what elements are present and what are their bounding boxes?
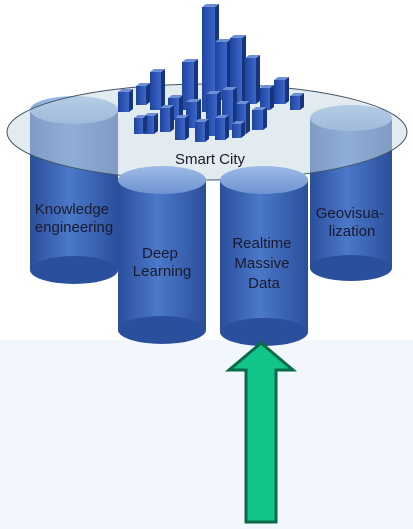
building-roof <box>230 35 246 38</box>
building <box>136 86 146 105</box>
building-side <box>170 105 174 132</box>
building <box>195 122 205 142</box>
building <box>222 90 233 130</box>
building-roof <box>175 115 189 118</box>
building <box>134 118 143 134</box>
pillar-label-realtime-massive-data: Realtime Massive Data <box>232 235 295 292</box>
upward-arrow-icon <box>224 341 298 524</box>
building-side <box>300 93 304 110</box>
building-roof <box>222 87 237 90</box>
building-side <box>205 119 209 142</box>
building-roof <box>215 115 229 118</box>
building-roof <box>168 95 183 98</box>
building-roof <box>206 91 221 94</box>
pillar-deep-learning <box>118 166 206 344</box>
building <box>260 88 270 110</box>
city-skyline <box>118 4 304 142</box>
building-side <box>225 115 229 140</box>
building-roof <box>202 4 219 7</box>
building <box>186 102 197 128</box>
building-roof <box>252 107 267 110</box>
building-side <box>285 77 289 104</box>
building-side <box>246 101 250 134</box>
building <box>232 124 241 138</box>
building-side <box>241 121 245 138</box>
building-roof <box>144 113 158 116</box>
building-roof <box>232 121 245 124</box>
building <box>182 62 194 110</box>
building <box>236 104 246 134</box>
building-side <box>154 113 158 134</box>
building <box>160 108 170 132</box>
building-roof <box>236 101 250 104</box>
building <box>175 118 185 140</box>
platform-label: Smart City <box>175 151 246 168</box>
building <box>274 80 285 104</box>
front-pillars <box>118 166 308 346</box>
pillar-label-deep-learning: Deep Learning <box>133 245 191 280</box>
building-roof <box>182 59 198 62</box>
building <box>118 92 129 112</box>
building <box>202 7 215 112</box>
building <box>290 96 300 110</box>
building <box>150 72 161 110</box>
building-roof <box>290 93 304 96</box>
building-roof <box>150 69 165 72</box>
building-side <box>194 59 198 110</box>
bottom-panel <box>0 340 413 529</box>
building-side <box>185 115 189 140</box>
building-side <box>129 89 133 112</box>
building-side <box>263 107 267 130</box>
building-roof <box>274 77 289 80</box>
building-roof <box>260 85 274 88</box>
building <box>144 116 154 134</box>
building-roof <box>136 83 150 86</box>
building-roof <box>215 39 231 42</box>
building-roof <box>160 105 174 108</box>
pillar-realtime-massive-data <box>220 166 308 346</box>
building-roof <box>118 89 133 92</box>
building <box>215 42 227 100</box>
pillar-label-knowledge-engineering: Knowledge engineering <box>35 201 113 236</box>
building-roof <box>186 99 201 102</box>
building <box>245 58 256 104</box>
building-roof <box>245 55 260 58</box>
building-side <box>256 55 260 104</box>
building-side <box>179 95 183 120</box>
building-roof <box>195 119 209 122</box>
building-side <box>161 69 165 110</box>
building <box>206 94 217 136</box>
building-side <box>270 85 274 110</box>
building-side <box>143 115 147 134</box>
building-side <box>146 83 150 105</box>
pillar-label-geovisualization: Geovisua- lization <box>316 205 389 240</box>
building-roof <box>134 115 147 118</box>
building <box>215 118 225 140</box>
building <box>252 110 263 130</box>
